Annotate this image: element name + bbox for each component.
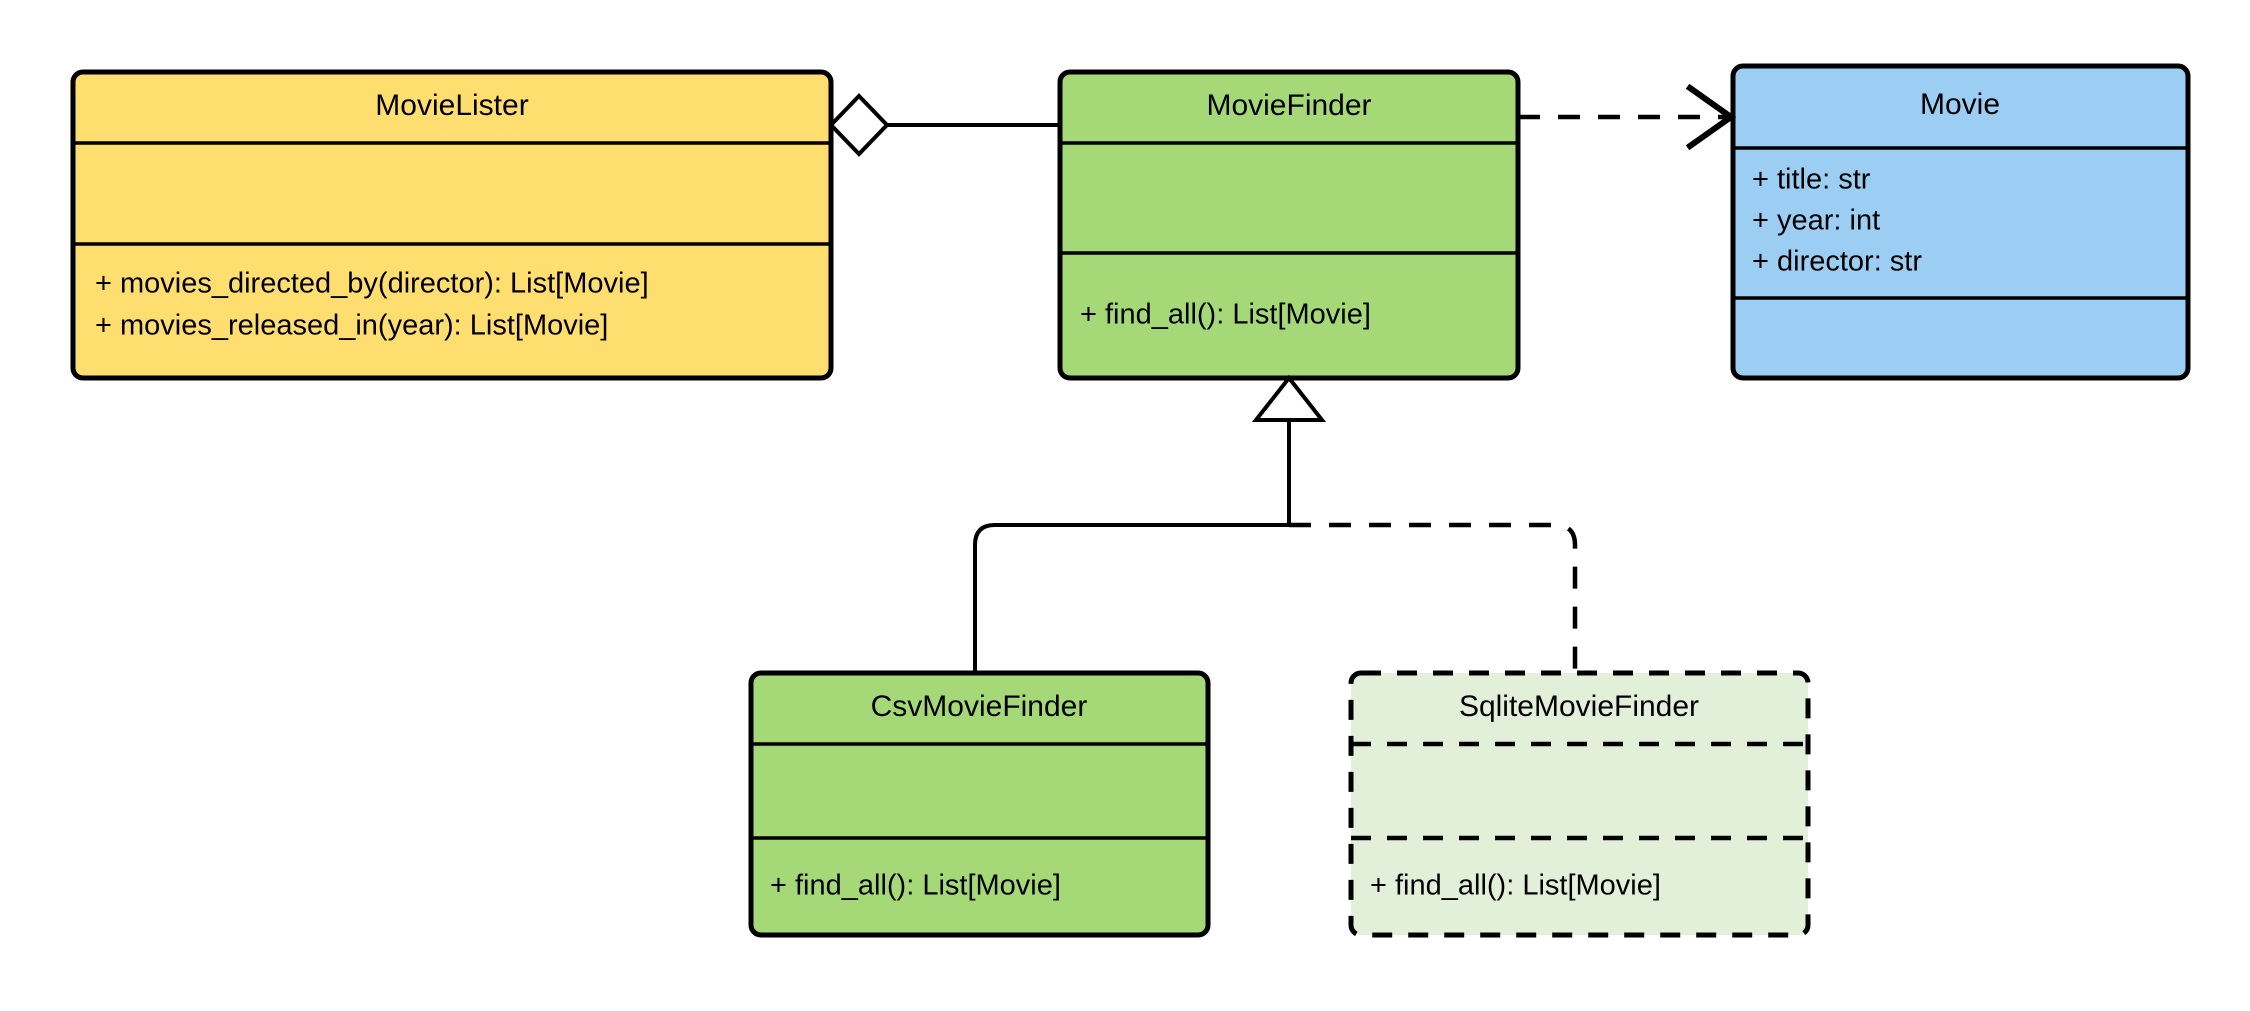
movie-finder-method-0: + find_all(): List[Movie] (1080, 299, 1371, 331)
movie-lister-method-0: + movies_directed_by(director): List[Mov… (95, 268, 649, 300)
class-node-movie-finder[interactable]: MovieFinder + find_all(): List[Movie] (1057, 69, 1521, 381)
movie-attribute-2: + director: str (1752, 246, 1922, 278)
movie-class-name: Movie (1920, 88, 2000, 121)
movie-lister-method-1: + movies_released_in(year): List[Movie] (95, 310, 608, 342)
movie-lister-box[interactable] (70, 69, 834, 381)
hollow-triangle-marker (1251, 374, 1327, 422)
hollow-diamond-marker (828, 93, 890, 157)
class-node-sqlite-movie-finder[interactable]: SqliteMovieFinder + find_all(): List[Mov… (1348, 670, 1811, 938)
movie-box[interactable] (1730, 63, 2191, 381)
csv-movie-finder-box[interactable] (748, 670, 1211, 938)
relationship-dependency-finder-movie[interactable] (1518, 83, 1737, 151)
relationship-generalization-csv-finder[interactable] (973, 523, 1289, 673)
generalization-sqlite-branch (1289, 522, 1578, 673)
movie-lister-class-name: MovieLister (375, 89, 528, 122)
sqlite-movie-finder-method-0: + find_all(): List[Movie] (1370, 870, 1661, 902)
sqlite-movie-finder-class-name: SqliteMovieFinder (1459, 690, 1699, 723)
relationship-aggregation-lister-finder[interactable] (828, 93, 1060, 157)
movie-attribute-0: + title: str (1752, 164, 1871, 196)
relationship-generalization-trunk[interactable] (1251, 374, 1327, 525)
relationship-generalization-sqlite-finder[interactable] (1289, 522, 1578, 673)
class-node-movie[interactable]: Movie + title: str + year: int + directo… (1730, 63, 2191, 381)
movie-attribute-1: + year: int (1752, 205, 1880, 237)
class-node-movie-lister[interactable]: MovieLister + movies_directed_by(directo… (70, 69, 834, 381)
csv-movie-finder-method-0: + find_all(): List[Movie] (770, 870, 1061, 902)
class-node-csv-movie-finder[interactable]: CsvMovieFinder + find_all(): List[Movie] (748, 670, 1211, 938)
movie-finder-class-name: MovieFinder (1206, 89, 1371, 122)
open-arrow-marker (1685, 83, 1737, 151)
sqlite-movie-finder-box[interactable] (1348, 670, 1811, 938)
csv-movie-finder-class-name: CsvMovieFinder (871, 690, 1088, 723)
generalization-csv-branch (973, 523, 1289, 673)
